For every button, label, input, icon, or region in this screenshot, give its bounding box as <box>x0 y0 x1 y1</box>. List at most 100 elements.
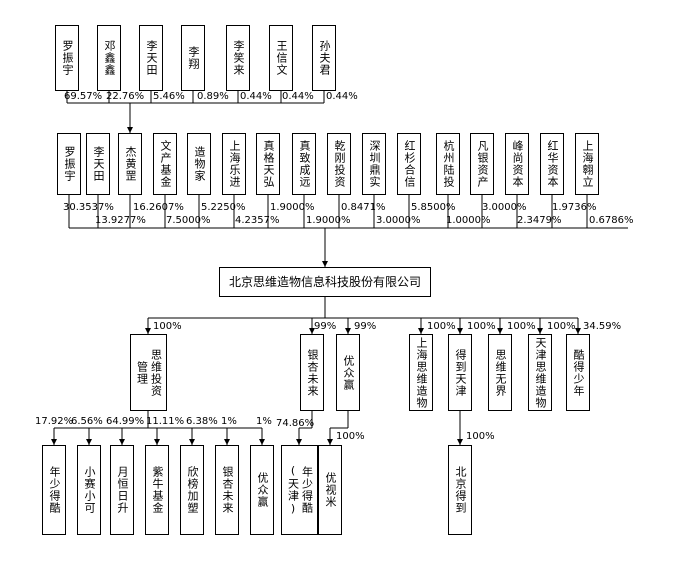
bottom-pct: 6.38% <box>186 416 218 427</box>
bottom-entity-7[interactable]: 优众赢 <box>250 445 274 535</box>
mid-holder-pct: 1.9736% <box>552 202 597 213</box>
top-holder-4[interactable]: 李翔 <box>181 25 205 91</box>
arrow-head <box>497 328 503 334</box>
subsidiary-4[interactable]: 上海思维造物 <box>409 334 433 411</box>
subsidiary-3[interactable]: 优众赢 <box>336 334 360 411</box>
grandchild-entity[interactable]: 北京得到 <box>448 445 472 535</box>
mid-holder-7[interactable]: 真格天弘 <box>256 133 280 195</box>
mid-holder-pct: 30.3537% <box>63 202 114 213</box>
mid-holder-pct: 16.2607% <box>133 202 184 213</box>
bottom-entity-name-col2: (天津) <box>286 464 300 516</box>
bottom-entity-8[interactable]: 年少得酷(天津) <box>281 445 318 535</box>
bottom-entity-3[interactable]: 月恒日升 <box>110 445 134 535</box>
subsidiary-5[interactable]: 得到天津 <box>448 334 472 411</box>
arrow-head <box>327 439 333 445</box>
mid-holder-1[interactable]: 罗振宇 <box>57 133 81 195</box>
mid-holder-name: 深圳鼎实 <box>368 140 381 188</box>
bottom-pct: 1% <box>221 416 237 427</box>
subsidiary-7[interactable]: 天津思维造物 <box>528 334 552 411</box>
arrow-head <box>259 439 265 445</box>
mid-holder-pct: 2.3479% <box>517 215 562 226</box>
top-holder-6[interactable]: 王信文 <box>269 25 293 91</box>
bottom-entity-2[interactable]: 小赛小可 <box>77 445 101 535</box>
mid-holder-pct: 3.0000% <box>482 202 527 213</box>
mid-holder-11[interactable]: 红杉合信 <box>397 133 421 195</box>
subsidiary-2[interactable]: 银杏未来 <box>300 334 324 411</box>
bottom-entity-6[interactable]: 银杏未来 <box>215 445 239 535</box>
arrow-head <box>345 328 351 334</box>
subsidiary-8[interactable]: 酷得少年 <box>566 334 590 411</box>
mid-holder-name: 峰尚资本 <box>511 140 524 188</box>
mid-holder-3[interactable]: 杰黄罡 <box>118 133 142 195</box>
bottom-pct: 17.92% <box>35 416 74 427</box>
top-holder-7[interactable]: 孙夫君 <box>312 25 336 91</box>
arrow-head <box>537 328 543 334</box>
top-holder-5[interactable]: 李笑来 <box>226 25 250 91</box>
bottom-pct: 6.56% <box>71 416 103 427</box>
arrow-head <box>457 439 463 445</box>
top-holder-pct: 69.57% <box>64 91 103 102</box>
top-holder-2[interactable]: 邓鑫鑫 <box>97 25 121 91</box>
top-holder-1[interactable]: 罗振宇 <box>55 25 79 91</box>
bottom-entity-4[interactable]: 紫牛基金 <box>145 445 169 535</box>
bottom-entity-9[interactable]: 优视米 <box>318 445 342 535</box>
subsidiary-pct: 99% <box>354 321 377 332</box>
subsidiary-6[interactable]: 思维无界 <box>488 334 512 411</box>
top-holder-name: 李天田 <box>145 40 158 76</box>
mid-holder-14[interactable]: 峰尚资本 <box>505 133 529 195</box>
top-holder-pct: 0.44% <box>240 91 272 102</box>
mid-holder-4[interactable]: 文产基金 <box>153 133 177 195</box>
bottom-entity-5[interactable]: 欣榜加塑 <box>180 445 204 535</box>
top-holder-pct: 5.46% <box>153 91 185 102</box>
bottom-entity-name: 欣榜加塑 <box>186 466 199 514</box>
top-holder-name: 邓鑫鑫 <box>103 40 116 76</box>
mid-holder-name: 文产基金 <box>159 140 172 188</box>
bottom-entity-name: 年少得酷(天津) <box>286 464 314 516</box>
top-holder-pct: 0.89% <box>197 91 229 102</box>
arrow-head <box>322 261 328 267</box>
arrow-head <box>224 439 230 445</box>
mid-holder-pct: 5.2250% <box>201 202 246 213</box>
mid-holder-6[interactable]: 上海乐进 <box>222 133 246 195</box>
mid-holder-pct: 5.8500% <box>411 202 456 213</box>
mid-holder-name: 杰黄罡 <box>124 146 137 182</box>
mid-holder-pct: 3.0000% <box>376 215 421 226</box>
bottom-pct: 1% <box>256 416 272 427</box>
subsidiary-1[interactable]: 思维投资管理 <box>130 334 167 411</box>
bottom-entity-name: 优众赢 <box>256 472 269 508</box>
arrow-head <box>296 439 302 445</box>
arrow-head <box>189 439 195 445</box>
arrow-head <box>127 127 133 133</box>
mid-holder-2[interactable]: 李天田 <box>86 133 110 195</box>
top-holder-3[interactable]: 李天田 <box>139 25 163 91</box>
top-holder-pct: 0.44% <box>282 91 314 102</box>
bottom-entity-name: 银杏未来 <box>221 466 234 514</box>
arrow-head <box>418 328 424 334</box>
bottom-entity-name: 年少得酷 <box>48 466 61 514</box>
subsidiary-name: 思维无界 <box>494 348 507 397</box>
top-holder-name: 李翔 <box>187 46 200 70</box>
mid-holder-10[interactable]: 深圳鼎实 <box>362 133 386 195</box>
subsidiary-name: 酷得少年 <box>572 348 585 397</box>
arrow-head <box>457 328 463 334</box>
mid-holder-8[interactable]: 真致成远 <box>292 133 316 195</box>
arrow-head <box>51 439 57 445</box>
mid-holder-5[interactable]: 造物家 <box>187 133 211 195</box>
top-holder-pct: 0.44% <box>326 91 358 102</box>
bottom-entity-1[interactable]: 年少得酷 <box>42 445 66 535</box>
subsidiary-pct: 100% <box>153 321 182 332</box>
mid-holder-name: 真致成远 <box>298 140 311 188</box>
mid-holder-pct: 1.9000% <box>270 202 315 213</box>
subsidiary-name: 思维投资管理 <box>135 349 163 397</box>
mid-holder-13[interactable]: 凡银资产 <box>470 133 494 195</box>
arrow-head <box>145 328 151 334</box>
mid-holder-15[interactable]: 红华资本 <box>540 133 564 195</box>
mid-holder-name: 乾刚投资 <box>333 140 346 188</box>
mid-holder-9[interactable]: 乾刚投资 <box>327 133 351 195</box>
company-box[interactable]: 北京思维造物信息科技股份有限公司 <box>219 267 431 297</box>
mid-holder-12[interactable]: 杭州陆投 <box>436 133 460 195</box>
mid-holder-16[interactable]: 上海翱立 <box>575 133 599 195</box>
bottom-pct: 64.99% <box>106 416 145 427</box>
mid-holder-name: 红华资本 <box>546 140 559 188</box>
